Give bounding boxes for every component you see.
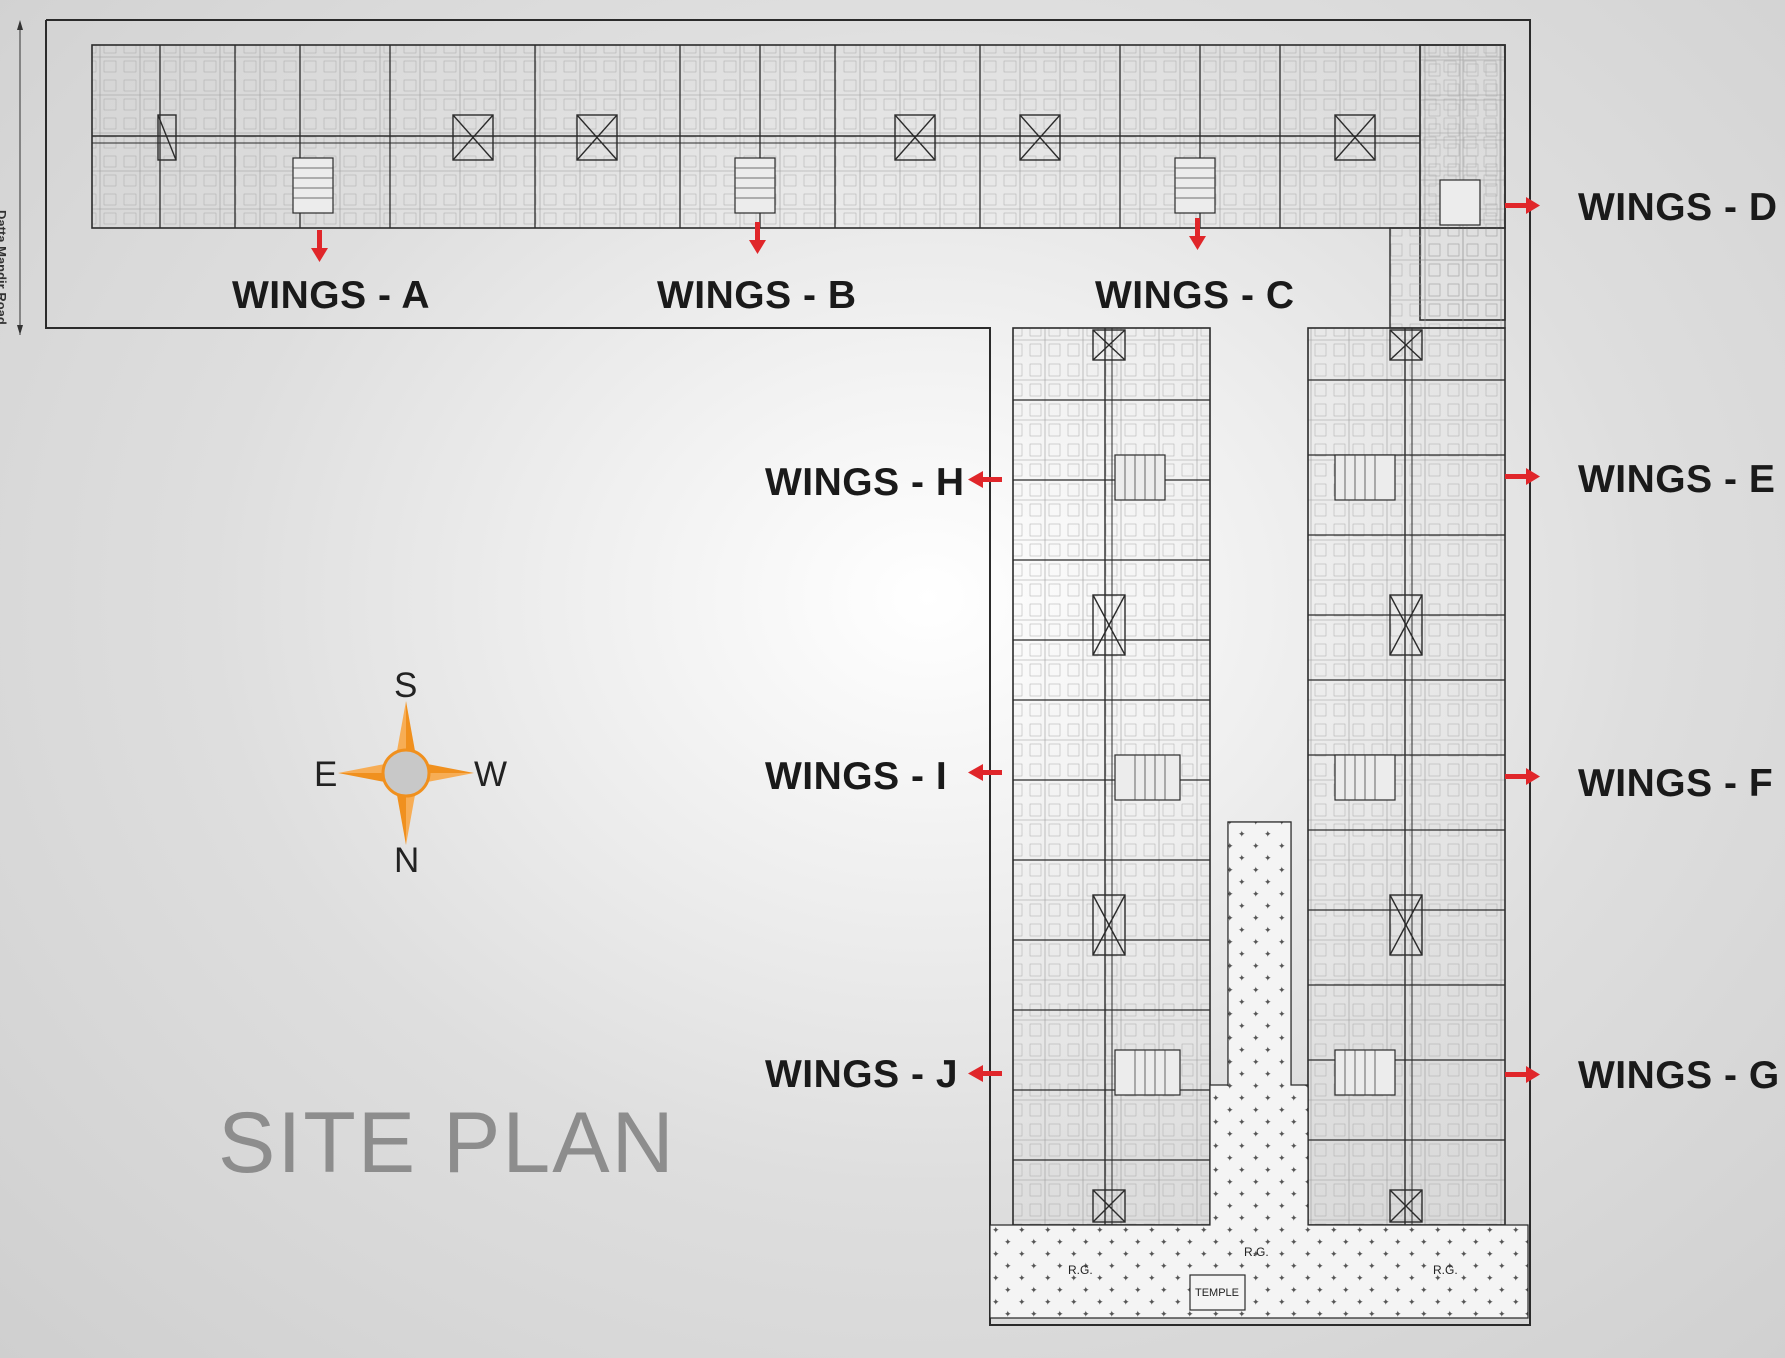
wing-e-label: WINGS - E bbox=[1578, 458, 1776, 501]
wing-arrows bbox=[311, 197, 1540, 1083]
wing-a-label: WINGS - A bbox=[232, 274, 431, 317]
arrow-wing-h bbox=[968, 471, 1002, 488]
rg-label-center: R.G. bbox=[1244, 1245, 1269, 1259]
temple-label: TEMPLE bbox=[1195, 1287, 1240, 1299]
temple bbox=[1189, 1274, 1246, 1311]
arrow-wing-b bbox=[749, 222, 766, 254]
wing-d-label: WINGS - D bbox=[1578, 186, 1778, 229]
wing-b-label: WINGS - B bbox=[657, 274, 857, 317]
rg-label-left: R.G. bbox=[1068, 1263, 1093, 1277]
compass-rose bbox=[338, 701, 474, 845]
wing-j-label: WINGS - J bbox=[765, 1053, 959, 1096]
arrow-wing-c bbox=[1189, 218, 1206, 250]
wing-g-label: WINGS - G bbox=[1578, 1054, 1780, 1097]
site-boundary bbox=[45, 19, 1531, 1326]
page-title: SITE PLAN bbox=[218, 1095, 676, 1191]
arrow-wing-i bbox=[968, 764, 1002, 781]
compass-north: N bbox=[394, 841, 420, 880]
arrow-wing-a bbox=[311, 230, 328, 262]
arrow-wing-g bbox=[1505, 1066, 1540, 1083]
wing-c-label: WINGS - C bbox=[1095, 274, 1295, 317]
road-label: Datta Mandir Road. bbox=[0, 210, 9, 329]
compass-south: S bbox=[394, 666, 418, 705]
garden-bottom bbox=[989, 821, 1529, 1319]
compass-east: E bbox=[314, 755, 338, 794]
rg-label-right: R.G. bbox=[1433, 1263, 1458, 1277]
wing-f-label: WINGS - F bbox=[1578, 762, 1774, 805]
arrow-wing-j bbox=[968, 1065, 1002, 1082]
compass-west: W bbox=[474, 755, 508, 794]
arrow-wing-e bbox=[1505, 468, 1540, 485]
arrow-wing-d bbox=[1505, 197, 1540, 214]
wing-h-label: WINGS - H bbox=[765, 461, 965, 504]
arrow-wing-f bbox=[1505, 768, 1540, 785]
wing-i-label: WINGS - I bbox=[765, 755, 948, 798]
